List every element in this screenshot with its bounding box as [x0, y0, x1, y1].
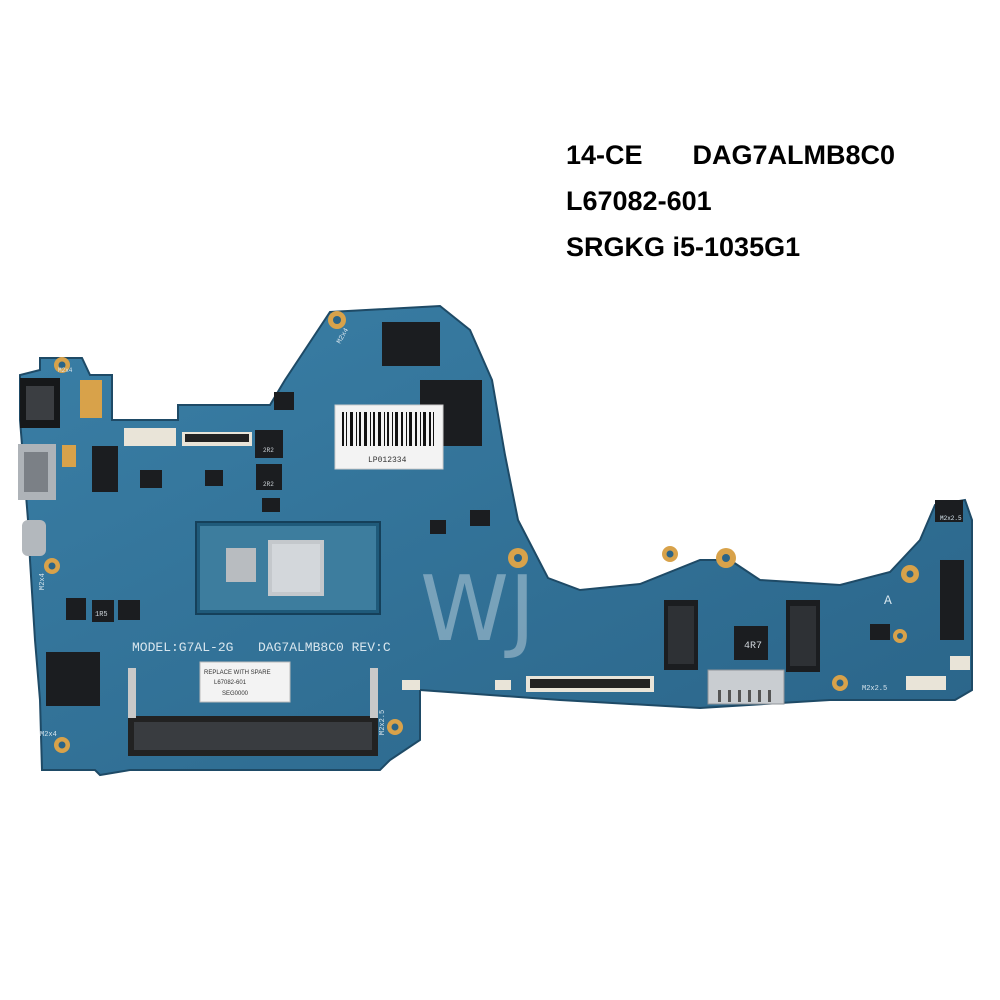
replace-label: REPLACE WITH SPARE [204, 670, 271, 676]
replace-code-label: SEG0000 [222, 691, 249, 697]
battery-connector [707, 669, 785, 705]
inductor-silkscreen: 4R7 [744, 641, 762, 652]
left-ports [18, 378, 102, 556]
a-marker-silkscreen: A [884, 593, 892, 608]
inductor-mark-1: 2R2 [263, 481, 274, 488]
screw-label-7: M2x2.5 [940, 515, 962, 522]
inductor-mark-2: 2R2 [263, 447, 274, 454]
replace-sticker: REPLACE WITH SPARE L67082-601 SEG0000 [199, 661, 291, 703]
mounting-holes [44, 311, 919, 753]
board-code-label: DAG7ALMB8C0 [692, 140, 896, 170]
barcode-sticker: LP012334 [334, 404, 444, 470]
screw-label-2: M2x4 [39, 573, 47, 590]
series-label: 14-CE [566, 140, 643, 170]
model-silkscreen: MODEL:G7AL-2G [132, 640, 233, 655]
inductor-mark-3: 1R5 [95, 611, 108, 619]
top-connectors [124, 428, 252, 446]
screw-label-4: M2x2.5 [379, 710, 387, 735]
m2-slots [664, 600, 820, 672]
spec-row-1: 14-CE DAG7ALMB8C0 [566, 132, 895, 178]
barcode-label: LP012334 [368, 456, 407, 465]
bottom-connectors [402, 656, 970, 692]
components [46, 322, 964, 706]
replace-part-label: L67082-601 [214, 680, 247, 686]
spec-text-block: 14-CE DAG7ALMB8C0 L67082-601 SRGKG i5-103… [566, 132, 895, 270]
cpu-label: SRGKG i5-1035G1 [566, 232, 801, 262]
screw-label-6: M2x4 [58, 367, 73, 374]
cpu-package [195, 521, 381, 615]
spec-row-2: L67082-601 [566, 178, 895, 224]
pcb-board [19, 304, 973, 777]
screw-label-3: M2x4 [40, 731, 57, 739]
part-number-label: L67082-601 [566, 186, 712, 216]
watermark: WJ [420, 557, 536, 662]
screw-label-5: M2x2.5 [862, 685, 887, 693]
spec-row-3: SRGKG i5-1035G1 [566, 224, 895, 270]
revision-silkscreen: DAG7ALMB8C0 REV:C [258, 640, 391, 655]
memory-slot [128, 668, 378, 756]
